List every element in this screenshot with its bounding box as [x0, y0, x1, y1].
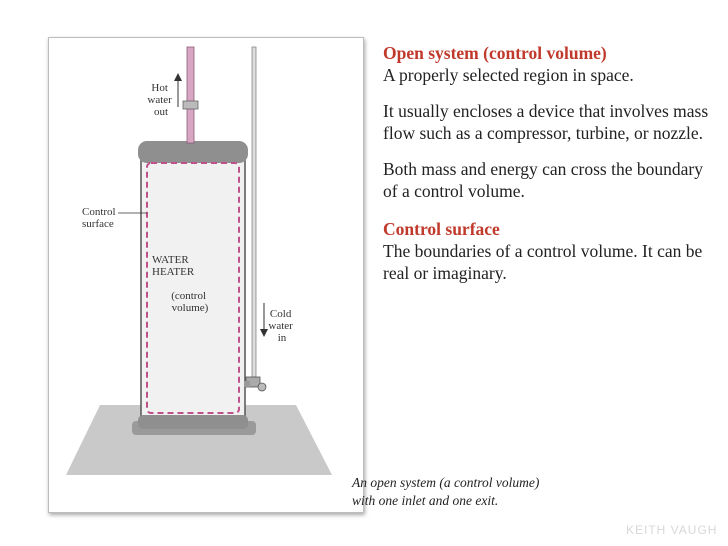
control-surface-label: Control surface [82, 206, 118, 230]
control-surface-definition: The boundaries of a control volume. It c… [383, 241, 703, 283]
hot-out-arrowhead [174, 73, 182, 81]
caption-line-2: with one inlet and one exit. [352, 493, 499, 508]
hot-water-pipe [186, 46, 195, 144]
hot-water-label: Hot water out [147, 82, 174, 118]
cold-water-label: Cold water in [268, 308, 295, 344]
control-volume-label: (control volume) [171, 290, 209, 314]
slide-content: Open system (control volume) A properly … [383, 42, 713, 284]
tank-bottom [138, 415, 248, 429]
inlet-connector [244, 381, 250, 387]
figure-caption: An open system (a control volume) with o… [352, 474, 612, 510]
open-system-definition: A properly selected region in space. [383, 65, 634, 85]
cold-water-pipe [251, 46, 257, 378]
water-heater-label: WATER HEATER [152, 254, 195, 278]
cold-in-arrowhead [260, 329, 268, 337]
water-heater-diagram: Hot water out Control surface WATER HEAT… [66, 46, 332, 475]
brand-watermark: KEITH VAUGH [626, 523, 718, 537]
floor-platform [66, 405, 332, 475]
tank-top [138, 141, 248, 163]
open-system-device-text: It usually encloses a device that involv… [383, 101, 709, 143]
open-system-heading: Open system (control volume) [383, 43, 607, 63]
tank-body [140, 156, 246, 426]
valve-handle [257, 382, 267, 392]
control-surface-boundary [146, 162, 240, 414]
open-system-boundary-text: Both mass and energy can cross the bound… [383, 159, 703, 201]
caption-line-1: An open system (a control volume) [352, 475, 540, 490]
hot-pipe-fitting [182, 100, 199, 110]
control-surface-heading: Control surface [383, 219, 500, 239]
